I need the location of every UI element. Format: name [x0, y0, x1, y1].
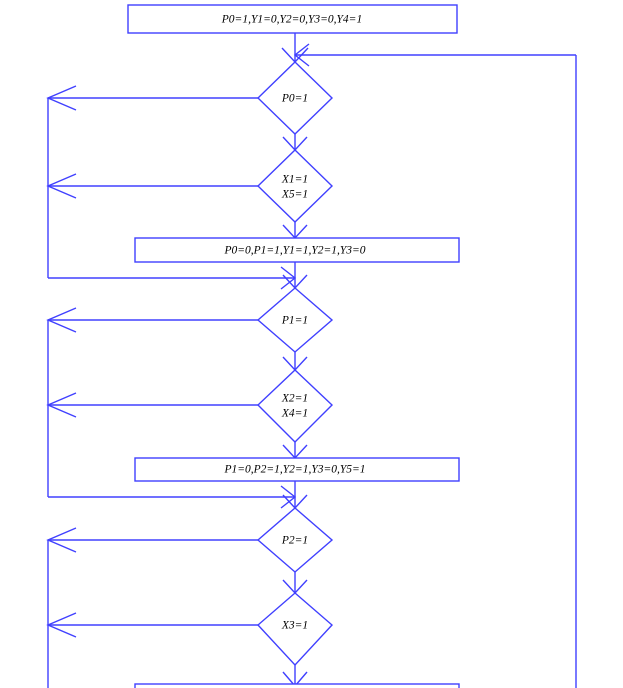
decision-diamond-n6-label-2: X4=1	[281, 408, 308, 420]
decision-diamond-n6[interactable]	[256, 369, 334, 443]
decision-diamond-n9[interactable]	[256, 592, 334, 667]
decision-diamond-n5-label: P1=1	[281, 315, 308, 327]
decision-diamond-n3-label-1: X1=1	[281, 174, 308, 186]
process-box-n7-label: P1=0,P2=1,Y2=1,Y3=0,Y5=1	[223, 464, 365, 476]
arrowhead-right-return	[293, 43, 310, 67]
process-box-n1[interactable]	[127, 4, 458, 34]
process-box-n4[interactable]	[134, 237, 460, 263]
decision-diamond-n8[interactable]	[256, 507, 334, 573]
decision-diamond-n9-label: X3=1	[281, 620, 308, 632]
process-box-n4-label: P0=0,P1=1,Y1=1,Y2=1,Y3=0	[223, 245, 365, 257]
decision-diamond-n2[interactable]	[256, 61, 334, 135]
decision-diamond-n6-label-1: X2=1	[281, 393, 308, 405]
decision-diamond-n8-label: P2=1	[281, 535, 308, 547]
arrowhead-loop1-return	[280, 266, 297, 290]
process-box-n1-label: P0=1,Y1=0,Y2=0,Y3=0,Y4=1	[221, 14, 362, 26]
process-box-n7[interactable]	[134, 457, 460, 482]
decision-diamond-n3[interactable]	[256, 149, 334, 223]
decision-diamond-n5[interactable]	[256, 287, 334, 353]
decision-diamond-n3-label-2: X5=1	[281, 189, 308, 201]
decision-diamond-n2-label: P0=1	[281, 93, 308, 105]
process-box-n10[interactable]	[134, 683, 460, 688]
arrowhead-loop2-return	[280, 485, 297, 509]
